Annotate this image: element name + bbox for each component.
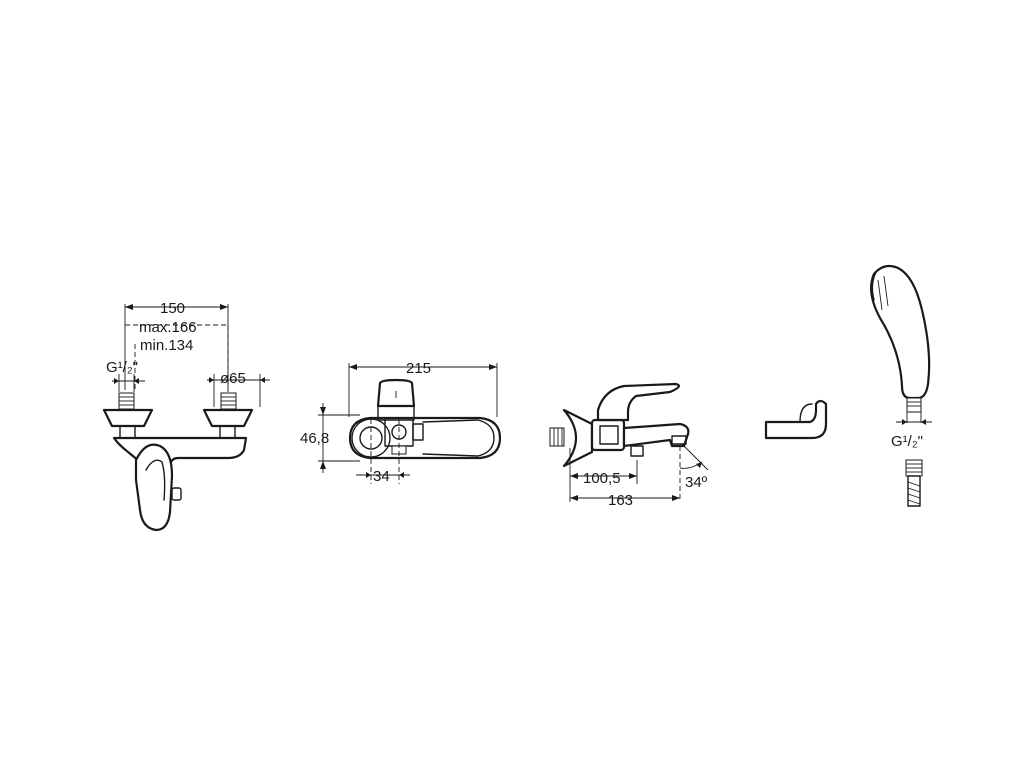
front-thread-label: G¹/₂" [106, 359, 138, 376]
front-min-label: min.134 [140, 337, 193, 354]
mixer-top-icon [318, 363, 502, 484]
top-offset-label: 34 [373, 468, 390, 485]
top-width-label: 215 [406, 360, 431, 377]
top-height-label: 46,8 [300, 430, 329, 447]
mixer-front-icon [102, 304, 270, 532]
shower-thread-label: G¹/₂" [891, 433, 923, 450]
side-spout-label: 100,5 [583, 470, 621, 487]
front-diameter-label: ø65 [220, 370, 246, 387]
wall-bracket-icon [764, 399, 828, 440]
front-spacing-label: 150 [160, 300, 185, 317]
mixer-side-icon [549, 382, 709, 502]
side-angle-label: 34º [685, 474, 708, 491]
hose-icon [905, 459, 923, 507]
front-max-label: max.166 [139, 319, 197, 336]
hand-shower-icon [869, 264, 932, 425]
side-depth-label: 163 [608, 492, 633, 509]
